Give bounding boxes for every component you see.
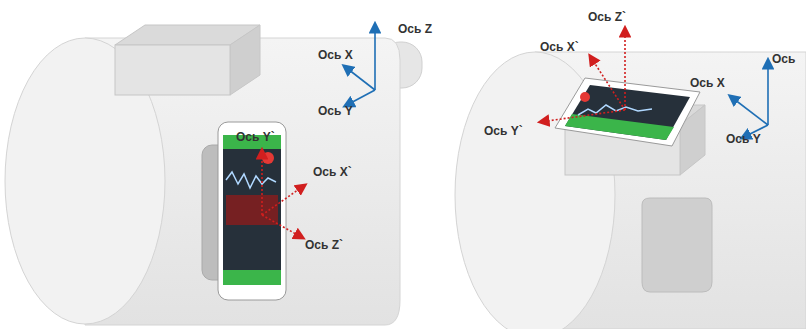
- axis-label: Ось X`: [313, 165, 352, 179]
- axis-label: Ось Z`: [588, 10, 626, 24]
- axis-label: Ось Y`: [484, 124, 523, 138]
- axis-label: Ось Y`: [236, 130, 275, 144]
- axis-label: Ось X: [690, 76, 725, 90]
- device-axes: [344, 24, 375, 106]
- axis-label: Ось X: [318, 48, 353, 62]
- right-motor: [455, 52, 806, 329]
- phone-axes: [540, 28, 625, 122]
- axis-label: Ось Y: [318, 104, 353, 118]
- device-axes: [730, 60, 768, 138]
- axis-label: Ось Y: [726, 132, 761, 146]
- axis-label: Ось Z: [398, 22, 432, 36]
- axis-label: Ось X`: [540, 40, 579, 54]
- left-motor: [5, 25, 422, 325]
- phone-axes: [262, 150, 305, 238]
- axis-label: Ось: [772, 52, 795, 66]
- axis-label: Ось Z`: [305, 238, 343, 252]
